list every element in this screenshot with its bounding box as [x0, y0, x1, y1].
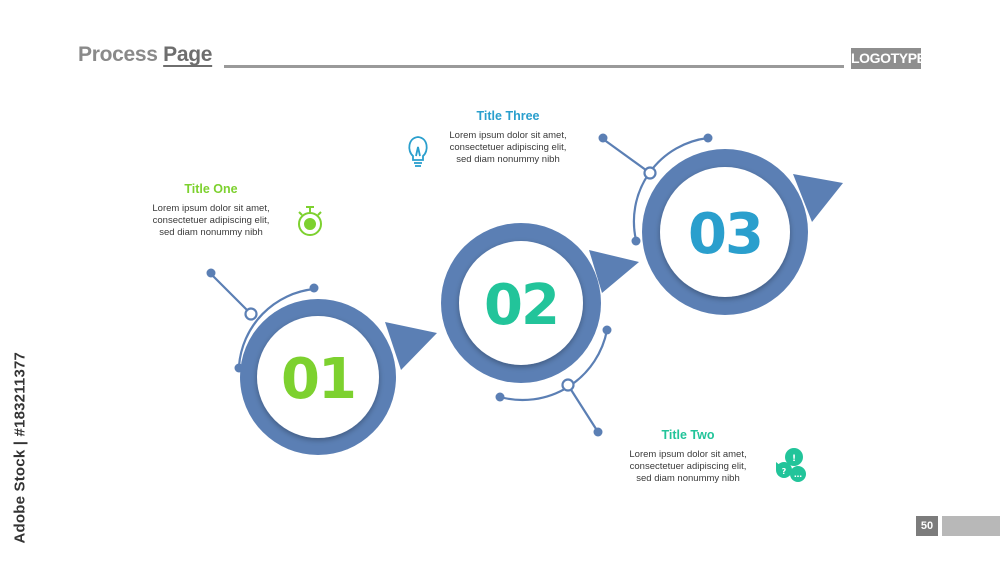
- stopwatch-icon: [298, 206, 322, 236]
- step-title-1: Title One: [184, 182, 238, 196]
- header-divider: [224, 65, 844, 68]
- connector-step-2: [495, 325, 612, 437]
- footer-bar: [942, 516, 1000, 536]
- svg-text:?: ?: [782, 467, 787, 476]
- connector-step-1: [206, 268, 319, 373]
- step-circle-1: [240, 299, 396, 455]
- lightbulb-icon: [408, 136, 428, 167]
- svg-text:!: !: [792, 454, 796, 464]
- logotype: LOGOTYPE: [851, 48, 926, 69]
- page-title: Process Page: [78, 43, 212, 67]
- page-number: 50: [916, 516, 938, 536]
- arrow-pointer-3: [793, 174, 843, 222]
- step-title-3: Title Three: [476, 109, 540, 123]
- step-title-2: Title Two: [661, 428, 715, 442]
- stock-watermark: Adobe Stock | #183211377: [11, 351, 29, 544]
- step-description-2: Lorem ipsum dolor sit amet, consectetuer…: [629, 449, 747, 484]
- svg-text:…: …: [794, 470, 802, 479]
- chat-bubbles-icon: ! ? …: [776, 448, 806, 482]
- step-text-1: Title One Lorem ipsum dolor sit amet, co…: [140, 182, 282, 239]
- arrow-pointer-1: [385, 322, 437, 370]
- step-number-1: 01: [281, 347, 355, 412]
- step-text-2: Title Two Lorem ipsum dolor sit amet, co…: [617, 428, 759, 485]
- step-number-3: 03: [688, 202, 762, 267]
- step-text-3: Title Three Lorem ipsum dolor sit amet, …: [437, 109, 579, 166]
- connector-step-3: [598, 133, 713, 246]
- page-title-bold: Page: [163, 43, 213, 66]
- step-circle-2: [441, 223, 601, 383]
- page-title-regular: Process: [78, 43, 158, 66]
- step-description-1: Lorem ipsum dolor sit amet, consectetuer…: [152, 203, 270, 238]
- step-description-3: Lorem ipsum dolor sit amet, consectetuer…: [449, 130, 567, 165]
- step-circle-3: [642, 149, 808, 315]
- step-number-2: 02: [484, 273, 558, 338]
- arrow-pointer-2: [589, 250, 639, 293]
